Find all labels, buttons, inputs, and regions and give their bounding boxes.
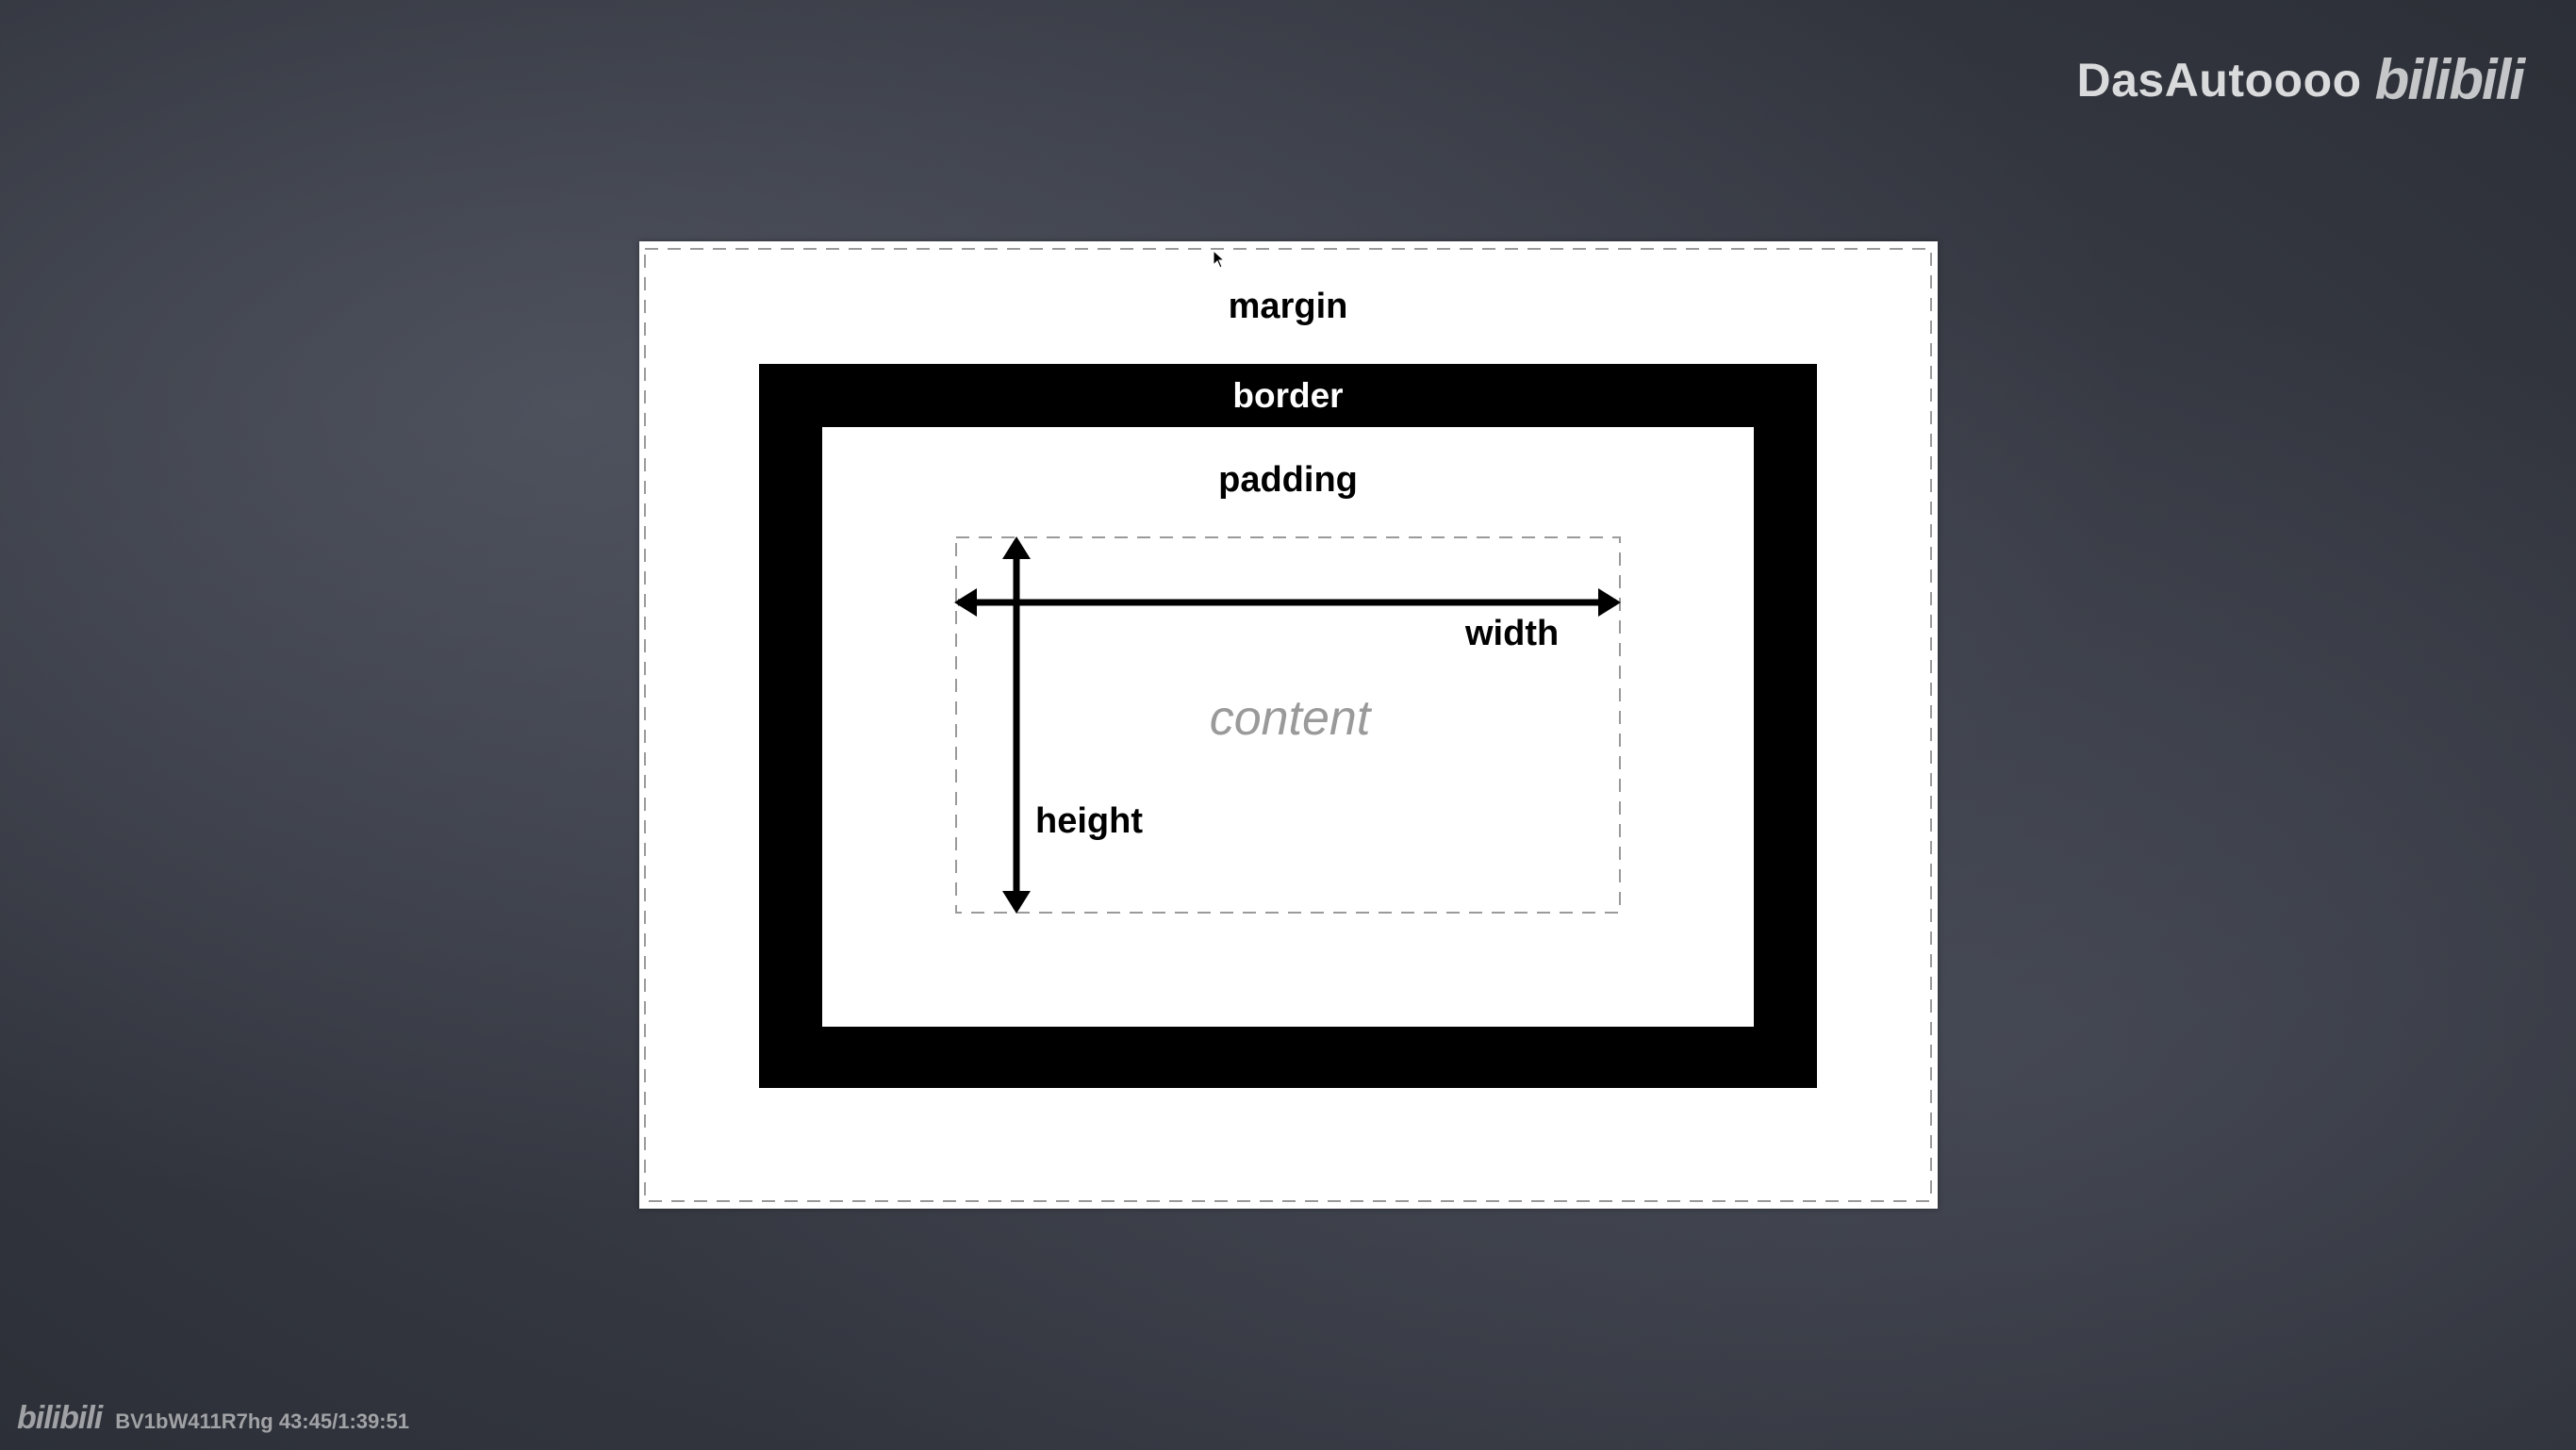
mouse-cursor-icon [1213, 250, 1226, 269]
content-outline [955, 536, 1621, 914]
padding-label: padding [1218, 460, 1358, 500]
width-arrow-head-left [954, 588, 977, 617]
box-model-diagram: margin border padding width content heig… [639, 241, 1938, 1209]
content-label: content [1209, 691, 1371, 746]
height-arrow-head-bottom [1002, 891, 1031, 914]
width-arrow-head-right [1598, 588, 1621, 617]
video-info-bar: bilibili BV1bW411R7hg 43:45/1:39:51 [17, 1400, 409, 1437]
width-label: width [1465, 614, 1560, 653]
bilibili-logo: bilibili [2374, 48, 2525, 111]
margin-label: margin [1228, 287, 1348, 326]
padding-box [822, 427, 1754, 1027]
box-model-graphics [644, 248, 1932, 1202]
height-label: height [1035, 801, 1143, 841]
height-arrow-head-top [1002, 536, 1031, 559]
video-id-timestamp: BV1bW411R7hg 43:45/1:39:51 [115, 1409, 410, 1433]
channel-watermark: DasAutoooo bilibili [2076, 47, 2525, 112]
margin-outline [644, 248, 1932, 1202]
border-label: border [1232, 376, 1344, 415]
bilibili-small-logo: bilibili [17, 1400, 103, 1436]
channel-name: DasAutoooo [2076, 53, 2362, 107]
